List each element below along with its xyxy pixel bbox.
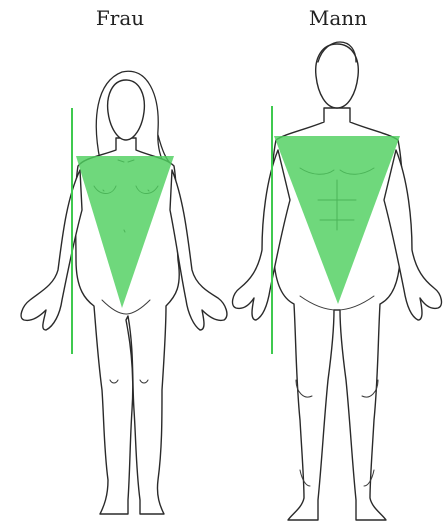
man-right-arm: [384, 150, 441, 320]
woman-figure: [21, 71, 227, 514]
man-left-arm: [233, 150, 290, 320]
man-figure: [233, 42, 442, 520]
woman-head: [108, 80, 145, 140]
woman-right-arm: [170, 170, 227, 330]
